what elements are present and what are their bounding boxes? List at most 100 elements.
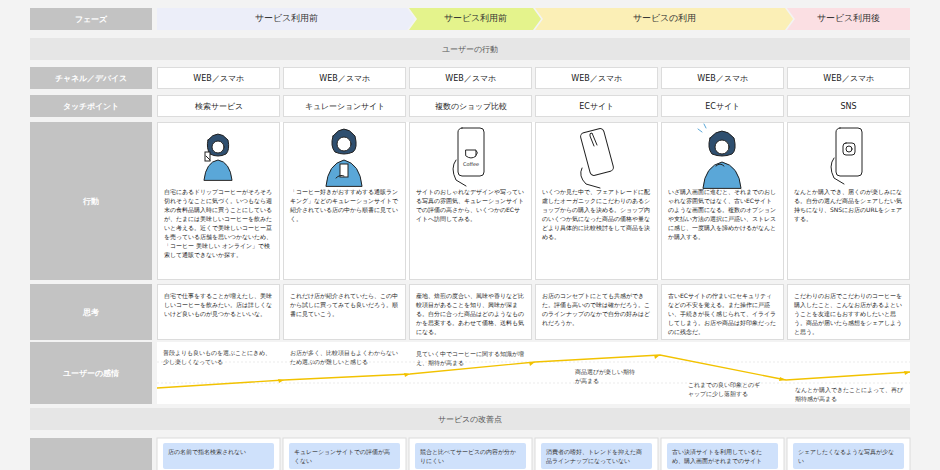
thought-cell: 自宅で仕事をすることが増えたし、美味しいコーヒーを飲みたい。店は詳しくないけど良…	[157, 284, 280, 340]
thought-cell-text: お店のコンセプトにとても共感ができた。評価も高いので味は確かだろう。このラインナ…	[542, 291, 651, 327]
action-cell: サイトのおしゃれなデザインや写っている写真の雰囲気、キュレーションサイトでの評価…	[409, 122, 532, 280]
action-ground	[157, 122, 910, 280]
touchpoint-cell: キュレーションサイト	[283, 95, 406, 117]
channel-cell-text: WEB／スマホ	[319, 73, 369, 84]
hand-coffee-phone-illustration: Coffee	[453, 128, 484, 186]
frustrated-person-illustration	[698, 124, 741, 188]
row-label: ユーザーの感情	[30, 342, 152, 404]
thought-cell-text: 古いECサイトの佇まいにセキュリティなどの不安を覚える。また操作に戸惑い、手続き…	[668, 291, 777, 336]
channel-cell-text: WEB／スマホ	[823, 73, 873, 84]
action-cell-text: いくつか見た中で、フェアトレードに配慮したオーガニックにこだわりのあるショップか…	[542, 187, 651, 241]
touchpoint-cell: ECサイト	[661, 95, 784, 117]
thought-cell-text: 自宅で仕事をすることが増えたし、美味しいコーヒーを飲みたい。店は詳しくないけど良…	[164, 291, 273, 318]
channel-cell: WEB／スマホ	[787, 67, 910, 89]
action-cell: なんとか購入でき、届くのが楽しみになる。自分の選んだ商品をシェアしたい気持ちにな…	[787, 122, 910, 280]
channel-cell: WEB／スマホ	[535, 67, 658, 89]
improvement-note-text: シェアしたくなるような写真が少ない	[798, 447, 899, 465]
action-cell-text: 自宅にあるドリップコーヒーがそろそろ切れそうなことに気づく。いつもなら週末の食料…	[164, 187, 273, 259]
row-label-text: チャネル／デバイス	[55, 73, 127, 84]
illustrations: Coffee	[204, 124, 862, 188]
thought-cell: 古いECサイトの佇まいにセキュリティなどの不安を覚える。また操作に戸惑い、手続き…	[661, 284, 784, 340]
improvement-note: 消費者の嗜好、トレンドを抑えた商品ラインナップになっていない	[541, 443, 652, 469]
action-cell: いくつか見た中で、フェアトレードに配慮したオーガニックにこだわりのあるショップか…	[535, 122, 658, 280]
phase-band-text: サービス利用後	[817, 13, 880, 25]
touchpoint-cell-text: ECサイト	[705, 101, 740, 112]
channel-cell: WEB／スマホ	[661, 67, 784, 89]
thought-cell: 産地、焙煎の度合い、風味や香りなど比較項目があることを知り、興味が深まる。自分に…	[409, 284, 532, 340]
action-cell-text: サイトのおしゃれなデザインや写っている写真の雰囲気、キュレーションサイトでの評価…	[416, 187, 525, 223]
phase-band-text: サービスの利用	[633, 13, 696, 25]
touchpoint-cell-text: SNS	[840, 102, 856, 111]
chevron-fill	[409, 8, 541, 30]
action-cell-text: なんとか購入でき、届くのが楽しみになる。自分の選んだ商品をシェアしたい気持ちにな…	[794, 187, 903, 223]
row-label: タッチポイント	[30, 95, 152, 117]
phase-band: サービス利用前	[409, 8, 541, 30]
channel-cell-text: WEB／スマホ	[697, 73, 747, 84]
person-phone-illustration	[204, 134, 232, 180]
hand-tap-phone-illustration	[580, 128, 615, 188]
emotion-label: なんとか購入できたことによって、再び期待感が高まる	[795, 386, 907, 403]
emotion-label: 見ていく中でコーヒーに関する知識が増え、期待が高まる	[416, 350, 524, 367]
improvement-note: 古い決済サイトを利用しているため、購入画面がそれまでのサイト	[667, 443, 778, 469]
phase-label-text: フェーズ	[75, 14, 107, 25]
thought-cell-text: 産地、焙煎の度合い、風味や香りなど比較項目があることを知り、興味が深まる。自分に…	[416, 291, 525, 336]
section-band-text: ユーザーの行動	[442, 44, 498, 55]
improvement-note-text: 消費者の嗜好、トレンドを抑えた商品ラインナップになっていない	[546, 447, 647, 465]
row-label-text: ユーザーの感情	[63, 368, 119, 379]
phase-label: フェーズ	[30, 8, 152, 30]
chevron-fill	[157, 8, 415, 30]
channel-cell-text: WEB／スマホ	[445, 73, 495, 84]
touchpoint-cell-text: ECサイト	[579, 101, 614, 112]
row-label-text: 思考	[83, 307, 99, 318]
improvement-cells	[157, 438, 910, 470]
channel-cell: WEB／スマホ	[157, 67, 280, 89]
improvement-note: 店の名前で指名検索されない	[163, 443, 274, 469]
touchpoint-cell-text: 複数のショップ比較	[435, 101, 507, 112]
touchpoint-cell-text: キュレーションサイト	[305, 101, 385, 112]
thought-cell-text: こだわりのお店でこだわりのコーヒーを購入したこと、こんなお店があるよということを…	[794, 291, 903, 336]
person-holding-phone-illustration	[326, 129, 362, 186]
channel-cell: WEB／スマホ	[409, 67, 532, 89]
touchpoint-cell-text: 検索サービス	[195, 101, 243, 112]
improvement-note-text: 競合と比べてサービスの内容が分かりにくい	[420, 447, 521, 465]
action-cell: 「コーヒー好きがおすすめする通販ランキング」などのキュレーションサイトで紹介され…	[283, 122, 406, 280]
touchpoint-cell: 検索サービス	[157, 95, 280, 117]
channel-cell-text: WEB／スマホ	[571, 73, 621, 84]
improvement-note-text: 古い決済サイトを利用しているため、購入画面がそれまでのサイト	[672, 447, 773, 465]
emotion-curve	[157, 355, 910, 388]
emotion-ground	[157, 342, 910, 404]
phase-band: サービスの利用	[535, 8, 793, 30]
improvement-note-text: キュレーションサイトでの評価が高くない	[294, 447, 395, 465]
improvement-note-text: 店の名前で指名検索されない	[168, 447, 269, 456]
row-label: 思考	[30, 284, 152, 340]
improvement-note: 競合と比べてサービスの内容が分かりにくい	[415, 443, 526, 469]
emotion-label: お店が多く、比較項目もよくわからないため選ぶのが難しいと感じる	[290, 349, 398, 366]
section-band-text: サービスの改善点	[438, 414, 502, 425]
phase-band-text: サービス利用前	[255, 13, 318, 25]
thought-cell: こだわりのお店でこだわりのコーヒーを購入したこと、こんなお店があるよということを…	[787, 284, 910, 340]
improvement-note: キュレーションサイトでの評価が高くない	[289, 443, 400, 469]
action-cell: 自宅にあるドリップコーヒーがそろそろ切れそうなことに気づく。いつもなら週末の食料…	[157, 122, 280, 280]
chevron-fill	[535, 8, 793, 30]
thought-cell: これだけ店が紹介されていたら、この中から試しに買ってみても良いだろう。順番に見て…	[283, 284, 406, 340]
chevron-fill	[787, 8, 910, 30]
emotion-label: 商品選びが楽しい期待が高まる	[575, 368, 637, 385]
emotion-label: 普段よりも良いものを選ぶことにきめ、少し楽しくなっている	[163, 349, 275, 366]
action-cell-text: 「コーヒー好きがおすすめする通販ランキング」などのキュレーションサイトで紹介され…	[290, 187, 399, 223]
action-cell-text: いざ購入画面に進むと、それまでのおしゃれな雰囲気ではなく、古いECサイトのような…	[668, 187, 777, 241]
section-band: サービスの改善点	[30, 408, 910, 430]
touchpoint-cell: ECサイト	[535, 95, 658, 117]
touchpoint-cell: SNS	[787, 95, 910, 117]
phase-band-text: サービス利用前	[444, 13, 507, 25]
emotion-label: これまでの良い印象とのギャップに少し落胆する	[688, 381, 760, 398]
phase-band: サービス利用後	[787, 8, 910, 30]
phone-screen-text: Coffee	[463, 161, 479, 167]
section-band: ユーザーの行動	[30, 38, 910, 60]
thought-cell: お店のコンセプトにとても共感ができた。評価も高いので味は確かだろう。このラインナ…	[535, 284, 658, 340]
phase-band: サービス利用前	[157, 8, 415, 30]
action-cell: いざ購入画面に進むと、それまでのおしゃれな雰囲気ではなく、古いECサイトのような…	[661, 122, 784, 280]
row-label: 行動	[30, 122, 152, 280]
hand-sns-phone-illustration	[831, 128, 862, 184]
row-label-text: タッチポイント	[63, 101, 119, 112]
row-label-text: 行動	[83, 196, 99, 207]
